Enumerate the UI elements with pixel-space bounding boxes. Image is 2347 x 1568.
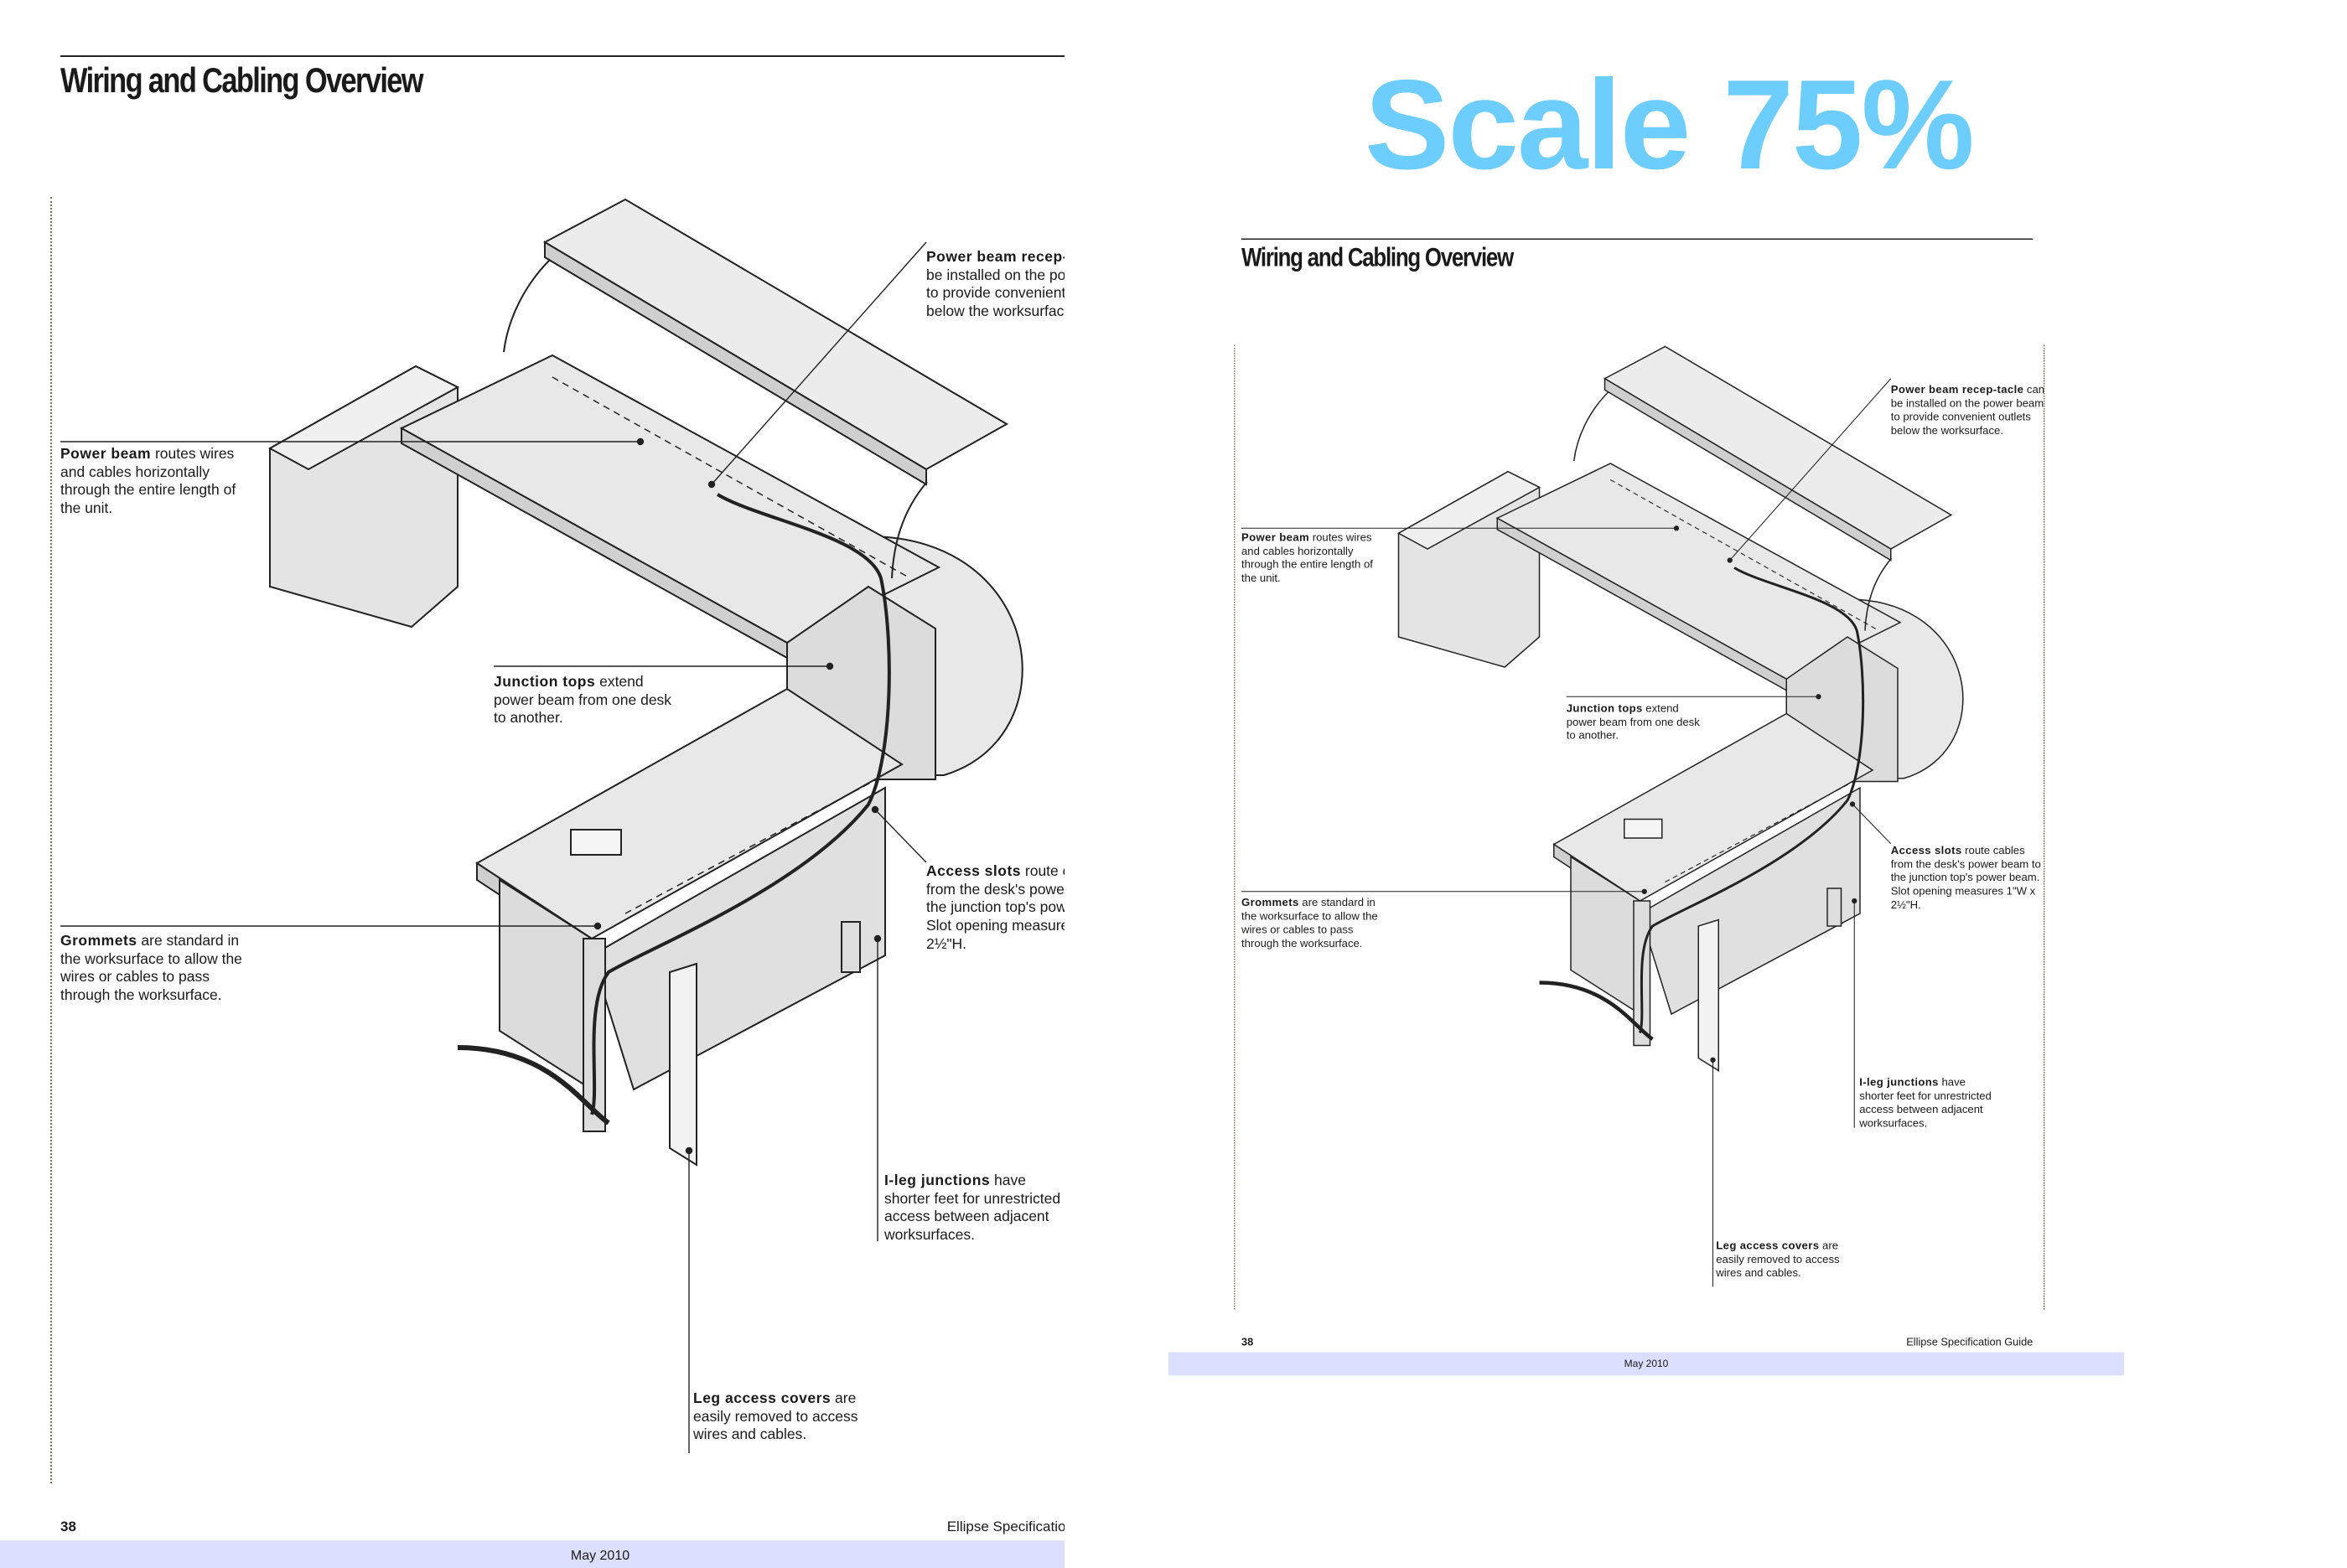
callout-term: Grommets — [60, 932, 137, 949]
document-page-scaled: Wiring and Cabling Overview — [1168, 197, 2124, 1379]
margin-guide-left — [1234, 344, 1236, 1310]
callout-text: are easily removed to access wires and c… — [693, 1389, 858, 1443]
callout-power-beam: Power beam routes wires and cables horiz… — [60, 445, 253, 518]
callout-grommets: Grommets are standard in the worksurface… — [60, 932, 262, 1005]
guide-name: Ellipse Specification Guide — [946, 1519, 1065, 1534]
desk-illustration — [60, 198, 1023, 1453]
callout-text: are standard in the worksurface to allow… — [60, 932, 242, 1004]
guide-name: Ellipse Specification Guide — [1906, 1336, 2034, 1348]
callout-receptacle: Power beam recep-tacle can be installed … — [926, 248, 1065, 321]
scale-label: Scale 75% — [1365, 54, 1975, 196]
leader-lines — [1241, 378, 1892, 1287]
leg-access-cover — [1697, 919, 1719, 1072]
header-rule — [60, 55, 1065, 57]
footer-band: May 2010 — [1168, 1352, 2124, 1376]
page-number: 38 — [1241, 1336, 1254, 1348]
callout-text: route cables from the desk's power beam … — [1890, 843, 2041, 911]
page-title: Wiring and Cabling Overview — [1241, 242, 1514, 272]
leg-access-cover — [669, 962, 697, 1167]
document-page: Wiring and Cabling Overview — [0, 0, 1065, 1568]
callout-leg-covers: Leg access covers are easily removed to … — [693, 1389, 886, 1444]
callout-text: are standard in the worksurface to allow… — [1241, 896, 1378, 950]
callout-text: are easily removed to access wires and c… — [1716, 1239, 1840, 1280]
callout-term: Power beam — [60, 445, 152, 462]
callout-text: have shorter feet for unrestricted acces… — [884, 1172, 1061, 1244]
callout-term: I-leg junctions — [884, 1172, 991, 1188]
power-outlet-box — [570, 829, 622, 856]
footer-date: May 2010 — [1624, 1358, 1669, 1369]
callout-term: Junction tops — [1566, 701, 1643, 715]
leader-lines — [60, 241, 927, 1453]
callout-term: Access slots — [1890, 843, 1962, 856]
callout-junction-tops: Junction tops extend power beam from one… — [1567, 701, 1702, 743]
callout-text: have shorter feet for unrestricted acces… — [1859, 1075, 1992, 1130]
callout-i-leg: I-leg junctions have shorter feet for un… — [884, 1172, 1065, 1245]
callout-text: route cables from the desk's power beam … — [926, 862, 1065, 952]
callout-text: routes wires and cables horizontally thr… — [60, 445, 236, 517]
footer-band: May 2010 — [0, 1540, 1065, 1568]
callout-text: extend power beam from one desk to anoth… — [1566, 701, 1700, 742]
callout-access-slots: Access slots route cables from the desk'… — [926, 862, 1065, 954]
callout-grommets: Grommets are standard in the worksurface… — [1241, 896, 1392, 950]
callout-term: Leg access covers — [1716, 1239, 1820, 1252]
callout-receptacle: Power beam recep-tacle can be installed … — [1891, 383, 2054, 437]
callout-text: can be installed on the power beam to pr… — [1890, 383, 2045, 437]
callout-access-slots: Access slots route cables from the desk'… — [1891, 844, 2042, 912]
callout-term: Power beam recep-tacle — [926, 248, 1065, 265]
callout-term: Access slots — [926, 862, 1022, 879]
footer-date: May 2010 — [570, 1549, 630, 1563]
callout-text: extend power beam from one desk to anoth… — [494, 673, 672, 727]
page-viewport-full: Wiring and Cabling Overview — [0, 0, 1065, 1568]
callout-text: can be installed on the power beam to pr… — [926, 266, 1065, 320]
callout-text: routes wires and cables horizontally thr… — [1241, 530, 1373, 585]
callout-term: Leg access covers — [693, 1389, 832, 1406]
callout-term: I-leg junctions — [1859, 1075, 1939, 1089]
callout-term: Power beam recep-tacle — [1890, 383, 2024, 396]
callout-leg-covers: Leg access covers are easily removed to … — [1716, 1239, 1861, 1281]
page-number: 38 — [60, 1519, 76, 1534]
power-outlet-box — [1624, 818, 1663, 839]
callout-term: Junction tops — [494, 673, 596, 690]
callout-power-beam: Power beam routes wires and cables horiz… — [1241, 530, 1386, 585]
callout-i-leg: I-leg junctions have shorter feet for un… — [1859, 1076, 2001, 1131]
callout-term: Power beam — [1241, 530, 1310, 544]
margin-guide-left — [50, 197, 52, 1483]
page-title: Wiring and Cabling Overview — [60, 60, 424, 100]
header-rule — [1241, 238, 2034, 240]
margin-guide-right — [2044, 344, 2045, 1310]
callout-term: Grommets — [1241, 896, 1299, 908]
desk-illustration — [1241, 345, 1964, 1287]
callout-junction-tops: Junction tops extend power beam from one… — [494, 673, 674, 727]
